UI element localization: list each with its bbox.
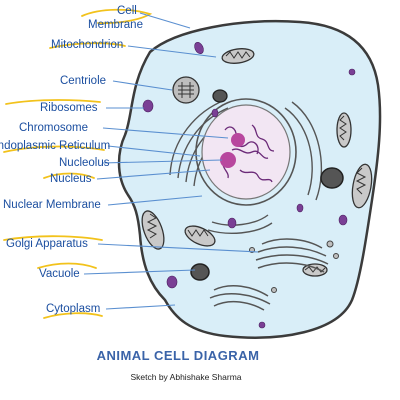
mitochondrion-far-right xyxy=(351,163,373,209)
mitochondrion-top xyxy=(221,48,255,64)
label-nucleolus: Nucleolus xyxy=(59,157,110,169)
label-golgi-apparatus: Golgi Apparatus xyxy=(6,238,88,250)
highlight-marks xyxy=(3,8,153,319)
golgi-apparatus xyxy=(209,238,329,311)
label-endoplasmic-reticulum: Endoplasmic Reticulum xyxy=(0,140,110,152)
label-centriole: Centriole xyxy=(60,75,106,87)
diagram-title: ANIMAL CELL DIAGRAM xyxy=(97,348,260,363)
mitochondrion-right xyxy=(336,112,352,148)
vacuole-small xyxy=(212,89,228,103)
label-cytoplasm: Cytoplasm xyxy=(46,303,100,315)
centriole xyxy=(172,76,200,104)
mitochondrion-bottom-right xyxy=(302,263,328,277)
label-mitochondrion: Mitochondrion xyxy=(51,39,123,51)
label-nucleus: Nucleus xyxy=(50,173,92,185)
endoplasmic-reticulum-right xyxy=(207,101,323,234)
label-vacuole: Vacuole xyxy=(39,268,80,280)
nucleolus-upper xyxy=(231,133,245,147)
vacuole-lower xyxy=(190,263,210,281)
nucleus xyxy=(195,98,297,206)
label-nuclear-membrane: Nuclear Membrane xyxy=(3,199,101,211)
mitochondrion-center xyxy=(184,225,216,247)
nucleolus-lower xyxy=(220,152,236,168)
sketch-credit: Sketch by Abhishake Sharma xyxy=(130,372,241,382)
label-cell-membrane-line1: Cell xyxy=(117,5,137,17)
pointer-lines xyxy=(83,12,259,310)
mitochondrion-left xyxy=(141,210,165,250)
label-cell-membrane-line2: Membrane xyxy=(88,19,143,31)
golgi-vesicles xyxy=(249,240,339,293)
label-ribosomes: Ribosomes xyxy=(40,102,98,114)
ribosomes xyxy=(142,42,356,329)
mitochondria xyxy=(141,48,373,277)
nuclear-membrane-outer xyxy=(195,98,297,206)
vacuole-right xyxy=(320,167,344,189)
label-chromosome: Chromosome xyxy=(19,122,88,134)
